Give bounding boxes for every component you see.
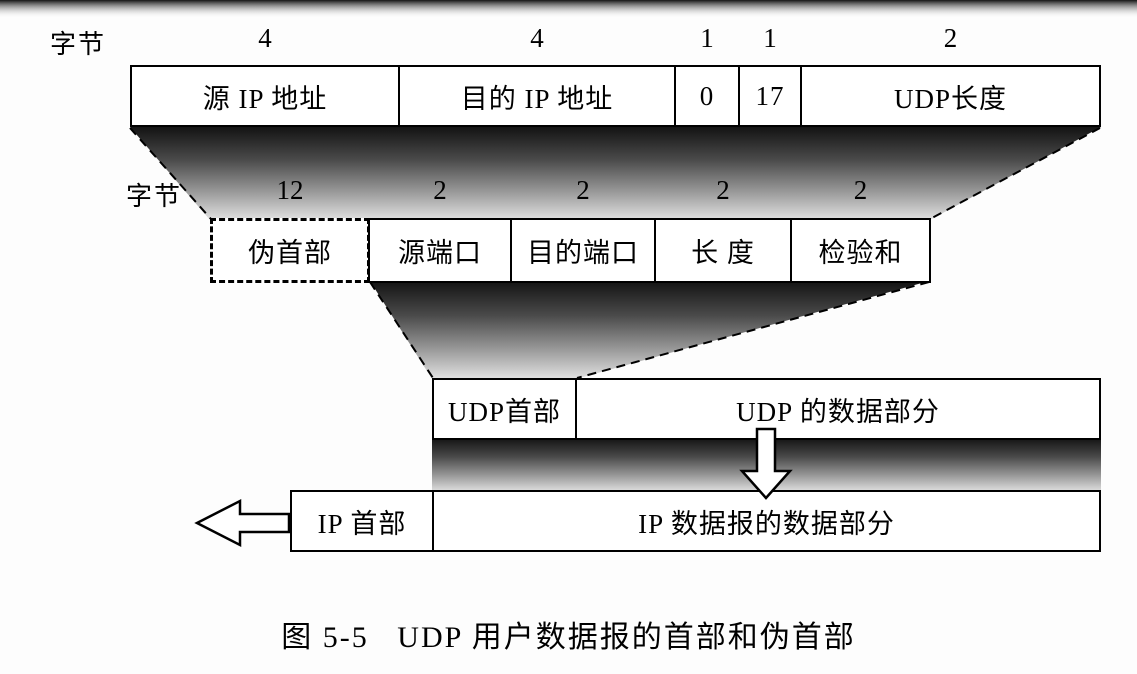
byte-unit-label: 字节 <box>126 182 183 211</box>
pseudo-dest-ip-box: 目的 IP 地址 <box>398 65 676 127</box>
dashed-converge-line <box>576 281 930 379</box>
ip-header-box: IP 首部 <box>290 490 434 552</box>
pseudo-zero-box: 0 <box>674 65 740 127</box>
length-box: 长 度 <box>654 218 792 283</box>
byte-size-label: 2 <box>576 175 590 205</box>
top-scan-shade <box>0 0 1137 18</box>
checksum-box: 检验和 <box>790 218 931 283</box>
byte-size-label: 1 <box>700 23 714 53</box>
byte-size-label: 4 <box>258 23 272 53</box>
dashed-converge-line <box>369 281 434 379</box>
byte-size-label: 4 <box>530 23 544 53</box>
byte-size-label: 2 <box>433 175 447 205</box>
udp-data-box: UDP 的数据部分 <box>575 378 1101 440</box>
byte-size-label: 2 <box>853 175 868 205</box>
dashed-converge-line <box>129 127 212 220</box>
udp-header-box: UDP首部 <box>432 378 577 440</box>
byte-size-label: 2 <box>716 175 730 205</box>
pseudo-udp-length-box: UDP长度 <box>800 65 1101 127</box>
source-port-box: 源端口 <box>368 218 512 283</box>
pseudo-header-box: 伪首部 <box>210 218 370 283</box>
byte-unit-label: 字节 <box>50 30 107 59</box>
shade-trapezoid-row2-row3 <box>370 281 929 379</box>
dashed-converge-line <box>929 127 1101 220</box>
ip-data-box: IP 数据报的数据部分 <box>432 490 1101 552</box>
dest-port-box: 目的端口 <box>510 218 656 283</box>
shade-band-row3-row4 <box>432 438 1101 492</box>
pseudo-source-ip-box: 源 IP 地址 <box>130 65 400 127</box>
figure-caption: 图 5-5 UDP 用户数据报的首部和伪首部 <box>281 621 856 654</box>
byte-size-label: 1 <box>763 23 777 53</box>
byte-size-label: 12 <box>276 175 304 205</box>
shade-trapezoid-row1-row2 <box>130 127 1101 220</box>
byte-size-label: 2 <box>943 23 958 53</box>
pseudo-protocol-17-box: 17 <box>738 65 802 127</box>
